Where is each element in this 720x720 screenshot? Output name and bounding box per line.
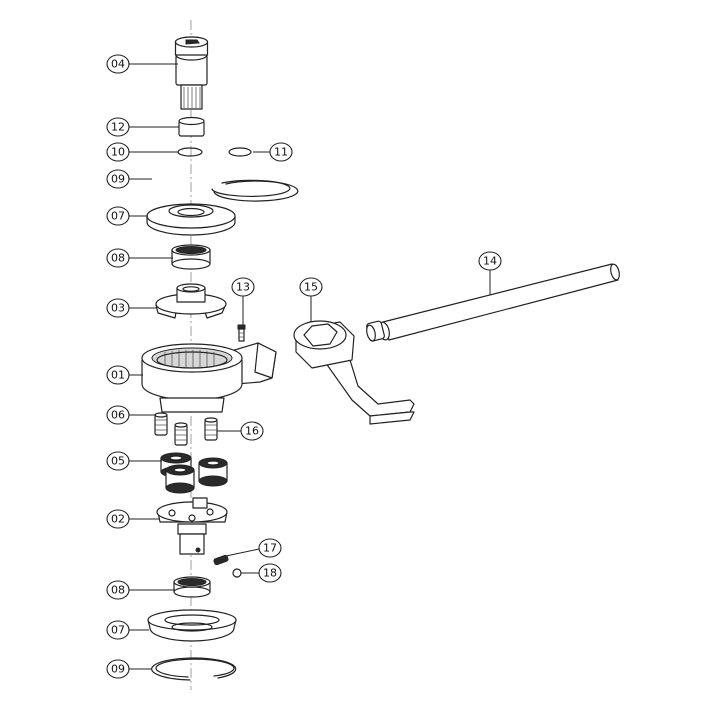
callout-09-bottom: 09 bbox=[106, 659, 130, 679]
part-07-bottom-washer bbox=[147, 609, 237, 642]
part-05-planet-gears bbox=[160, 452, 228, 494]
part-15-reaction-arm bbox=[293, 320, 415, 425]
callout-14: 14 bbox=[478, 251, 502, 271]
callout-01: 01 bbox=[106, 365, 130, 385]
callout-12-text: 12 bbox=[111, 121, 125, 134]
callout-02: 02 bbox=[106, 509, 130, 529]
part-02-carrier bbox=[156, 497, 228, 555]
part-16-pin bbox=[204, 417, 218, 441]
callout-13-text: 13 bbox=[236, 281, 250, 294]
part-08-bottom-bearing bbox=[173, 576, 211, 598]
callout-11: 11 bbox=[269, 142, 293, 162]
callout-14-text: 14 bbox=[483, 255, 497, 268]
callout-02-text: 02 bbox=[111, 513, 125, 526]
callout-16-text: 16 bbox=[245, 425, 259, 438]
part-01-ratchet-head bbox=[141, 342, 277, 413]
callout-09-bottom-text: 09 bbox=[111, 663, 125, 676]
part-09-top-circlip bbox=[211, 179, 299, 202]
callout-03: 03 bbox=[106, 298, 130, 318]
part-07-top-washer bbox=[146, 203, 236, 236]
callout-06-text: 06 bbox=[111, 409, 125, 422]
part-08-top-bearing bbox=[171, 244, 211, 270]
callout-18: 18 bbox=[258, 563, 282, 583]
callout-05: 05 bbox=[106, 451, 130, 471]
part-06-pins bbox=[154, 412, 188, 446]
callout-13: 13 bbox=[231, 277, 255, 297]
part-10-o-ring bbox=[177, 147, 203, 157]
part-03-upper-carrier bbox=[155, 283, 227, 319]
callout-08-bottom-text: 08 bbox=[111, 584, 125, 597]
callout-07-bottom-text: 07 bbox=[111, 624, 125, 637]
callout-09-top-text: 09 bbox=[111, 173, 125, 186]
callout-15: 15 bbox=[299, 277, 323, 297]
part-18-ball bbox=[232, 568, 242, 578]
part-04-drive-socket bbox=[174, 36, 209, 110]
callout-03-text: 03 bbox=[111, 302, 125, 315]
part-12-bushing bbox=[178, 116, 205, 137]
callout-17: 17 bbox=[258, 538, 282, 558]
callout-12: 12 bbox=[106, 117, 130, 137]
callout-18-text: 18 bbox=[263, 567, 277, 580]
part-09-bottom-circlip bbox=[151, 657, 237, 681]
callout-08-top-text: 08 bbox=[111, 252, 125, 265]
part-13-screw bbox=[237, 324, 246, 342]
callout-16: 16 bbox=[240, 421, 264, 441]
callout-04-text: 04 bbox=[111, 58, 125, 71]
callout-08-top: 08 bbox=[106, 248, 130, 268]
callout-09-top: 09 bbox=[106, 169, 130, 189]
callout-07-bottom: 07 bbox=[106, 620, 130, 640]
callout-11-text: 11 bbox=[274, 146, 288, 159]
part-17-spring bbox=[213, 554, 229, 566]
callout-08-bottom: 08 bbox=[106, 580, 130, 600]
callout-10-text: 10 bbox=[111, 146, 125, 159]
callout-17-text: 17 bbox=[263, 542, 277, 555]
callout-01-text: 01 bbox=[111, 369, 125, 382]
callout-15-text: 15 bbox=[304, 281, 318, 294]
part-14-handle-tube bbox=[366, 263, 620, 342]
callout-10: 10 bbox=[106, 142, 130, 162]
callout-07-top: 07 bbox=[106, 206, 130, 226]
callout-04: 04 bbox=[106, 54, 130, 74]
part-11-ring bbox=[228, 147, 252, 157]
leader-lines bbox=[129, 63, 491, 670]
callout-05-text: 05 bbox=[111, 455, 125, 468]
callout-07-top-text: 07 bbox=[111, 210, 125, 223]
callout-06: 06 bbox=[106, 405, 130, 425]
